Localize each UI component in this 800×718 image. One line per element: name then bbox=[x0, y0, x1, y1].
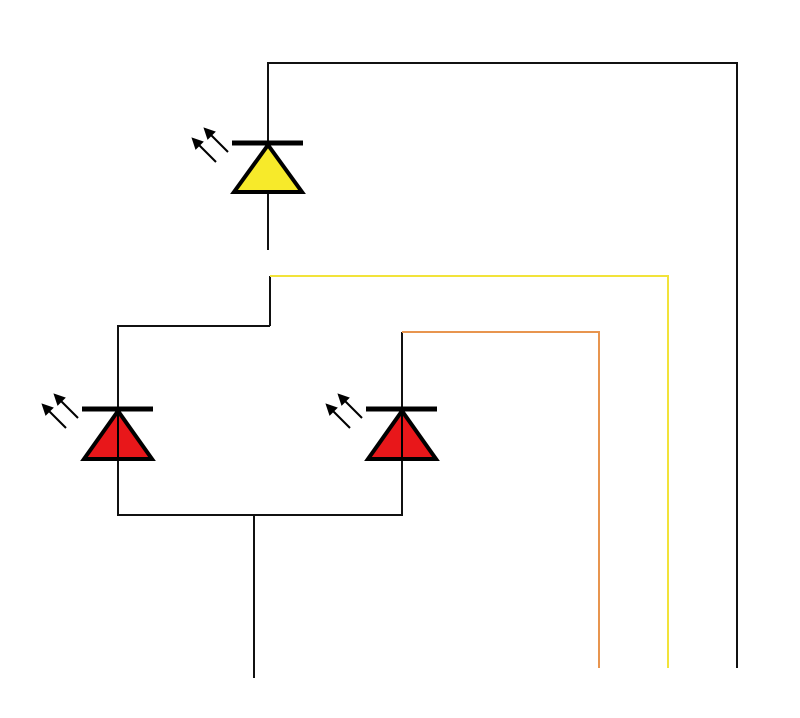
wire-yellow bbox=[270, 275, 669, 668]
led-yellow-body bbox=[230, 141, 306, 194]
wire-orange bbox=[402, 331, 600, 668]
light-arrows-icon bbox=[191, 127, 229, 163]
wire-black-return bbox=[267, 62, 738, 668]
light-arrows-icon bbox=[41, 393, 79, 429]
wire-bottom-bus bbox=[117, 458, 403, 516]
led-red-left bbox=[41, 393, 156, 461]
wire-branch-left bbox=[117, 325, 270, 408]
light-arrows-icon bbox=[325, 393, 363, 429]
led-red-right bbox=[325, 393, 440, 461]
led-yellow bbox=[191, 127, 306, 194]
